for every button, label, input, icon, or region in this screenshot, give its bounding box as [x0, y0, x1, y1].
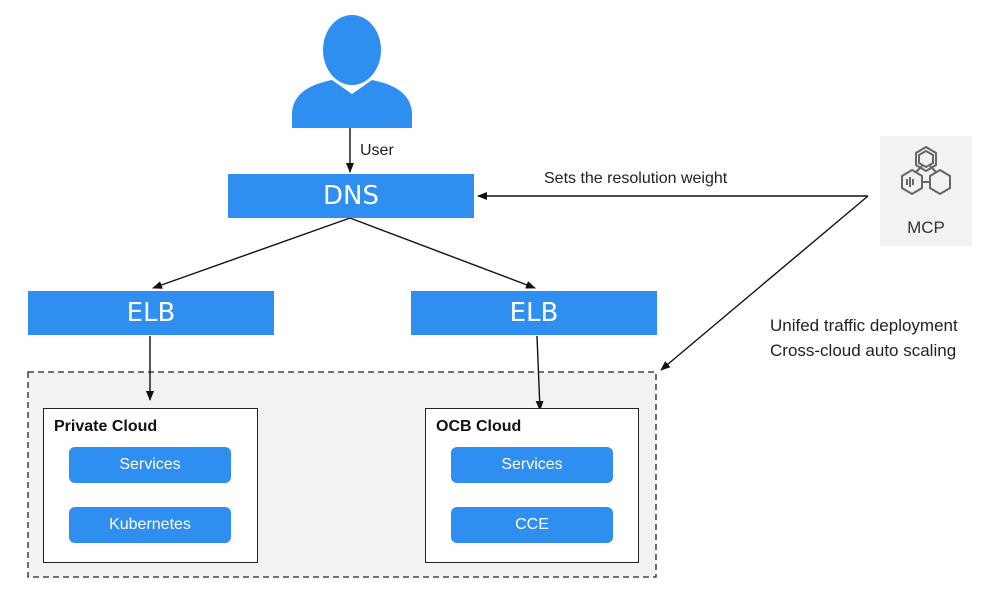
private-cloud-box[interactable]: Private Cloud Services Kubernetes [43, 408, 258, 563]
resolution-weight-label: Sets the resolution weight [544, 170, 728, 187]
traffic-deployment-label: Unifed traffic deployment Cross-cloud au… [770, 316, 958, 360]
elb-left-label: ELB [126, 298, 176, 328]
user-label: User [360, 142, 394, 159]
private-kubernetes-button[interactable]: Kubernetes [69, 507, 231, 543]
dns-label: DNS [323, 181, 379, 211]
arrow-dns-to-elb-right [349, 217, 536, 289]
ocb-services-label: Services [501, 456, 563, 473]
user-icon [292, 15, 412, 128]
private-kubernetes-label: Kubernetes [109, 516, 191, 533]
mcp-label: MCP [907, 218, 945, 237]
mcp-node[interactable]: MCP [880, 136, 972, 246]
arrow-mcp-to-cloud-group [660, 195, 869, 371]
elb-left-node[interactable]: ELB [28, 291, 274, 335]
mcp-icon [901, 145, 951, 196]
private-cloud-title: Private Cloud [54, 418, 158, 435]
ocb-cloud-box[interactable]: OCB Cloud Services CCE [425, 408, 639, 563]
elb-right-label: ELB [509, 298, 559, 328]
arrow-dns-to-elb-left [152, 217, 351, 289]
ocb-services-button[interactable]: Services [451, 447, 613, 483]
private-services-label: Services [119, 456, 181, 473]
private-services-button[interactable]: Services [69, 447, 231, 483]
ocb-cce-label: CCE [515, 516, 549, 533]
elb-right-node[interactable]: ELB [411, 291, 657, 335]
arrow-elb-right-to-ocb [535, 335, 544, 411]
dns-node[interactable]: DNS [228, 174, 474, 218]
ocb-cloud-title: OCB Cloud [436, 418, 522, 435]
ocb-cce-button[interactable]: CCE [451, 507, 613, 543]
